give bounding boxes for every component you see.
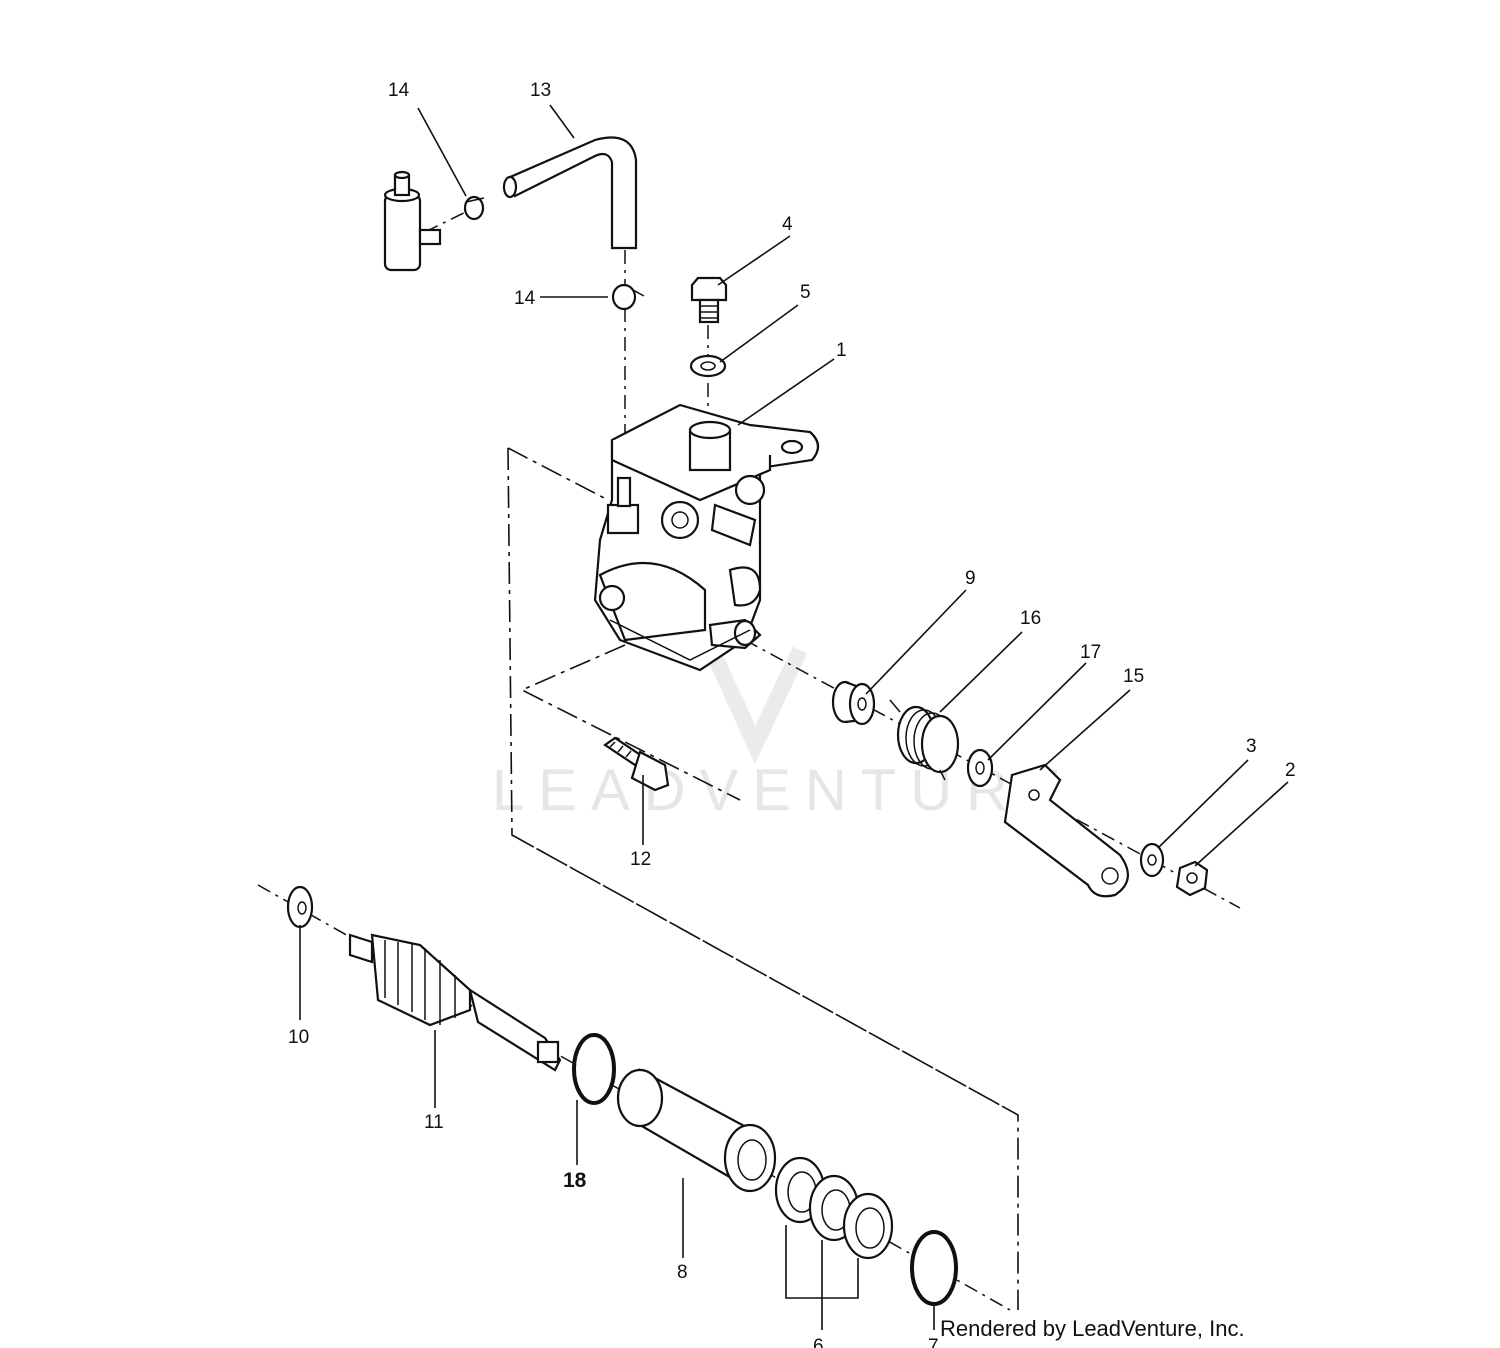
oil-pump-body [593,403,820,672]
hose [502,136,638,250]
pump-control-lever [1003,763,1129,898]
assembly-boundary [507,447,1019,1310]
callout-labels: 14 13 14 4 5 1 9 16 17 15 3 2 12 10 11 1… [288,80,1296,1348]
callout-8: 8 [677,1262,688,1283]
lever-nut [1175,860,1209,897]
callout-7: 7 [928,1336,939,1348]
callout-2: 2 [1285,760,1296,781]
callout-3: 3 [1246,736,1257,757]
thrust-washer [286,885,314,929]
bleed-screw [690,276,728,324]
callout-6: 6 [813,1336,824,1348]
callout-18: 18 [563,1169,587,1192]
thrust-washer-hole [297,901,307,915]
render-credit: Rendered by LeadVenture, Inc. [938,1316,1247,1342]
watermark-text: LEADVENTURE [492,758,1075,823]
o-ring-7 [910,1230,958,1306]
callout-12: 12 [630,849,651,870]
callout-4: 4 [782,214,793,235]
screw-washer [689,354,727,378]
assembly-link [520,644,741,801]
callout-14-lower: 14 [514,288,536,309]
pump-shaft-sleeve [616,1068,777,1193]
hose-clamp-lower [611,283,645,311]
callout-15: 15 [1123,666,1144,687]
callout-9: 9 [965,568,976,589]
spring-washer-hole [975,761,985,775]
spring-washer [966,748,994,788]
callout-5: 5 [800,282,811,303]
callout-16: 16 [1020,608,1041,629]
o-ring-18 [572,1033,616,1105]
screw-washer-hole [700,361,716,371]
lever-nut-hole [1186,872,1198,884]
return-spring [889,699,960,781]
hose-clamp-upper [463,195,485,221]
nipple-fitting [383,170,442,272]
callout-1: 1 [836,340,847,361]
callout-13: 13 [530,80,551,101]
callout-17: 17 [1080,642,1101,663]
pump-drive-gear-shaft [348,933,562,1072]
mounting-bolt [603,736,670,792]
lever-collar [831,680,876,726]
lever-washer-hole [1147,854,1157,866]
callout-11: 11 [424,1112,444,1133]
shim-set [774,1156,894,1260]
watermark-logo [704,646,808,765]
lever-washer [1139,842,1165,878]
callout-10: 10 [288,1027,309,1048]
leader-lines [299,104,1289,1330]
callout-14-upper: 14 [388,80,410,101]
